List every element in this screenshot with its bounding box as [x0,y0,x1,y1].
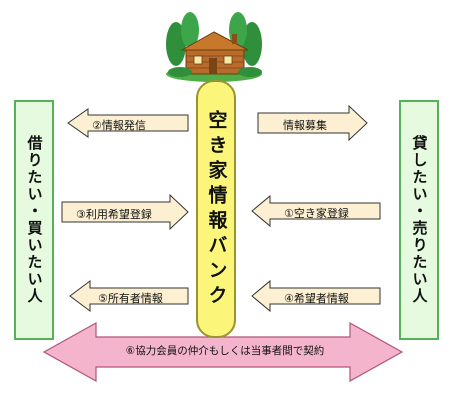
owner-seller-label: 貸したい・売りたい人 [410,135,429,305]
vacant-house-bank-column: 空き家情報バンク [196,80,236,338]
owner-seller-box: 貸したい・売りたい人 [399,100,439,340]
renter-buyer-box: 借りたい・買いたい人 [14,100,54,340]
renter-buyer-label: 借りたい・買いたい人 [25,135,44,305]
arrow-label-use-registration: ③利用希望登録 [76,208,152,221]
vacant-house-bank-title: 空き家情報バンク [205,110,228,310]
arrow-left-1 [67,108,189,138]
arrow-label-info-release: ②情報発信 [92,119,146,132]
arrow-right-3 [251,279,381,313]
arrow-label-info-recruit: 情報募集 [283,119,327,132]
arrow-right-2 [251,194,381,228]
arrow-left-3 [69,280,189,312]
house-illustration [166,12,262,82]
arrow-left-2 [61,193,189,231]
arrow-label-applicant-info: ④希望者情報 [284,292,349,305]
contract-arrow-label: ⑥協力会員の仲介もしくは当事者間で契約 [125,345,325,357]
arrow-label-owner-info: ⑤所有者情報 [98,292,163,305]
bottom-double-arrow [42,321,404,383]
arrow-right-1 [257,104,368,142]
arrow-label-vacancy-registration: ①空き家登録 [284,207,349,220]
